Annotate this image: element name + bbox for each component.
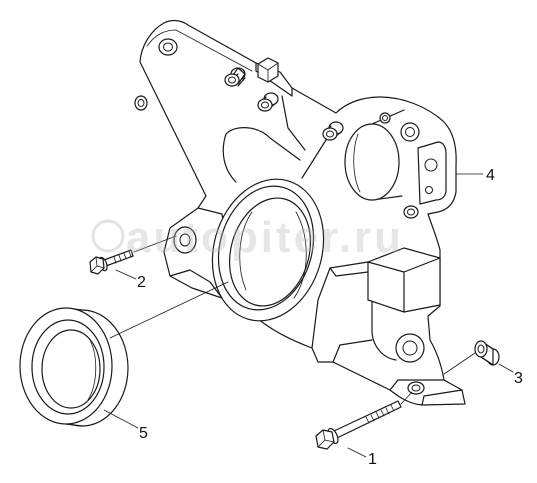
bolt-boss-left <box>134 95 148 111</box>
plate-step-edge <box>281 95 306 151</box>
assembly-line-bolt-2 <box>133 235 177 253</box>
watermark: autopiter.ru <box>91 213 404 262</box>
upper-diagonal-rib <box>301 139 327 179</box>
plate-top-fillet <box>146 29 253 72</box>
seal-bore <box>41 329 101 409</box>
callout-number-4: 4 <box>486 167 495 184</box>
dowel-bushing-part-3 <box>474 340 500 366</box>
bolt-part-2 <box>89 249 134 275</box>
watermark-logo-ring <box>91 219 125 253</box>
bore-opening <box>228 197 312 307</box>
pump-face-edge <box>353 133 361 193</box>
bolt-boss-right <box>322 121 344 141</box>
bore-inner-shadow <box>239 211 253 291</box>
cover-block-boss <box>367 247 441 313</box>
pump-pad-hole <box>424 158 438 172</box>
cover-lug <box>257 57 279 83</box>
bolt-boss-lower-left <box>173 226 197 254</box>
bolt-part-1 <box>315 400 402 450</box>
assembly-line-bushing <box>443 352 476 375</box>
pump-bolt-boss-bottom <box>403 205 419 219</box>
callout-number-2: 2 <box>137 274 146 291</box>
assembly-line-bolt-1 <box>400 391 413 405</box>
bolt-boss-center <box>257 92 279 112</box>
pump-bolt-boss-top <box>400 122 420 142</box>
bolt-boss-top-left <box>158 38 178 56</box>
bushing-hole <box>477 344 485 354</box>
pump-bolt-boss-small <box>379 112 391 124</box>
lower-boss <box>395 333 425 363</box>
seal-lip-ring <box>31 319 105 415</box>
seal-bore-depth <box>87 339 97 401</box>
cover-fin <box>329 261 369 277</box>
callout-leader-2 <box>115 269 137 280</box>
bore-seal-seat <box>217 185 315 311</box>
pump-pad-hole-small <box>425 186 433 194</box>
callout-leader-1 <box>347 447 367 458</box>
watermark-text: autopiter.ru <box>126 213 404 262</box>
plate-side-edge <box>255 62 293 97</box>
pump-side-pad <box>417 141 447 205</box>
pump-front-face <box>344 123 400 201</box>
seal-ring-part-5 <box>19 307 129 427</box>
lower-body-edge <box>311 267 373 363</box>
assembly-lines <box>109 235 476 405</box>
bolt-2-threads <box>113 250 132 264</box>
callout-number-3: 3 <box>514 370 523 387</box>
callout-number-5: 5 <box>139 425 148 442</box>
callout-number-1: 1 <box>368 451 377 468</box>
assembly-line-seal <box>109 281 229 339</box>
bottom-flange-boss <box>407 381 425 395</box>
callouts: 1 2 3 4 5 <box>103 167 523 468</box>
callout-leader-3 <box>498 363 514 373</box>
bolt-boss-upper-mid <box>224 67 246 87</box>
crankshaft-seal-bore <box>211 178 325 322</box>
bolt-1-threads <box>365 404 395 424</box>
bottom-flange-edge <box>389 379 463 406</box>
callout-leader-5 <box>103 409 139 429</box>
crank-rib-lobe <box>222 127 301 183</box>
bore-depth-edge <box>293 211 307 299</box>
lower-boss-curve <box>371 299 397 361</box>
oil-pump-housing-part-4 <box>344 109 447 219</box>
front-cover-housing <box>134 19 466 406</box>
